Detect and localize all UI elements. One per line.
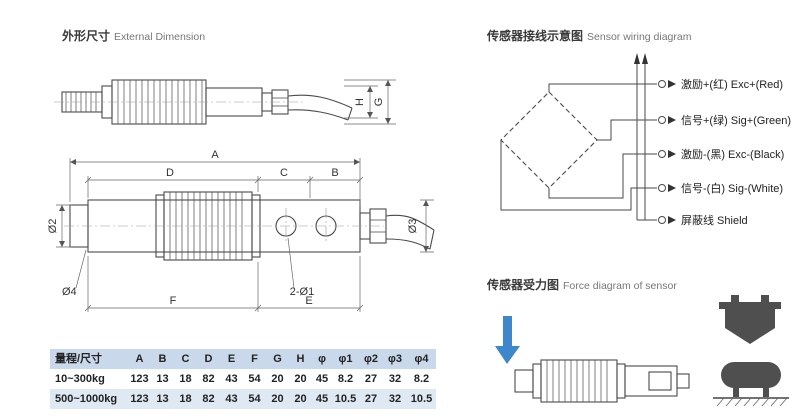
- front-view-centerlines: [64, 208, 384, 244]
- dim-label-A: A: [211, 149, 219, 161]
- table-header-cell: A: [135, 353, 144, 365]
- force-arrow-icon: [495, 316, 520, 364]
- table-header-cell: H: [296, 353, 305, 365]
- table-cell: 82: [202, 373, 215, 385]
- force-sensor-outline: [514, 359, 690, 403]
- sensor-wiring-diagram: 激励+(红) Exc+(Red) 信号+(绿) Sig+(Green) 激励-(…: [500, 53, 791, 227]
- table-header-cell-range: 量程/尺寸: [55, 353, 103, 365]
- dim-label-phi2: Ø2: [48, 219, 59, 234]
- table-header-row: 量程/尺寸 A B C D E F G H φ φ1 φ2 φ3 φ4: [50, 349, 436, 369]
- table-cell: 54: [248, 373, 261, 385]
- dimension-table: 量程/尺寸 A B C D E F G H φ φ1 φ2 φ3 φ4 10~3…: [50, 349, 436, 409]
- table-header-cell: C: [181, 353, 190, 365]
- tank-icon: [721, 362, 781, 397]
- table-cell: 20: [294, 373, 307, 385]
- table-cell: 123: [130, 393, 149, 405]
- terminal-label-exc-plus: 激励+(红) Exc+(Red): [681, 77, 783, 91]
- table-row: 10~300kg 123 13 18 82 43 54 20 20 45 8.2…: [50, 369, 436, 389]
- dim-label-phi4: Ø4: [62, 286, 77, 298]
- table-cell: 13: [156, 373, 169, 385]
- force-diagram: [495, 295, 789, 407]
- dimension-lines: [56, 79, 434, 312]
- dim-label-H: H: [354, 98, 366, 106]
- dim-label-phi3: Ø3: [407, 219, 419, 234]
- table-cell: 18: [179, 393, 192, 405]
- table-cell: 32: [388, 373, 402, 385]
- hopper-icon: [719, 295, 781, 344]
- table-cell: 27: [364, 393, 378, 405]
- table-cell: 82: [202, 393, 215, 405]
- dim-label-C: C: [280, 167, 288, 179]
- table-cell: 8.2: [413, 373, 430, 385]
- table-cell-range: 10~300kg: [55, 373, 105, 385]
- external-dimension-title-en: External Dimension: [114, 31, 206, 43]
- table-cell: 123: [130, 373, 149, 385]
- dim-label-B: B: [331, 167, 338, 179]
- table-header-cell: B: [158, 353, 167, 365]
- table-cell: 54: [248, 393, 261, 405]
- terminal-label-sig-minus: 信号-(白) Sig-(White): [681, 181, 783, 195]
- table-header-cell: φ1: [338, 353, 353, 365]
- dim-label-F: F: [170, 295, 177, 307]
- wiring-lines: [500, 62, 657, 221]
- table-cell: 45: [315, 373, 329, 385]
- table-cell: 20: [294, 393, 307, 405]
- terminal-arrows: [668, 80, 676, 224]
- table-cell: 13: [156, 393, 169, 405]
- cable-arrows: [634, 53, 648, 64]
- bridge-diamond: [500, 91, 598, 189]
- dim-label-holes: 2-Ø1: [290, 286, 314, 298]
- table-header-cell: F: [251, 353, 258, 365]
- wiring-diagram-title-zh: 传感器接线示意图: [487, 29, 584, 43]
- terminal-circles: [658, 80, 666, 224]
- terminal-label-exc-minus: 激励-(黑) Exc-(Black): [681, 147, 784, 161]
- table-header-cell: D: [204, 353, 213, 365]
- table-cell: 45: [315, 393, 329, 405]
- terminal-labels: 激励+(红) Exc+(Red) 信号+(绿) Sig+(Green) 激励-(…: [681, 77, 791, 227]
- table-cell: 32: [388, 393, 402, 405]
- force-diagram-title-zh: 传感器受力图: [487, 278, 560, 292]
- table-header-cell: G: [273, 353, 282, 365]
- table-header-cell: φ: [318, 353, 326, 365]
- table-header-cell: φ2: [364, 353, 378, 365]
- external-dimension-title-zh: 外形尺寸: [62, 29, 111, 43]
- table-header-cell: φ3: [388, 353, 402, 365]
- table-cell: 43: [225, 373, 238, 385]
- table-header-cell: E: [227, 353, 236, 365]
- terminal-label-shield: 屏蔽线 Shield: [681, 213, 748, 227]
- table-cell: 20: [271, 373, 284, 385]
- dim-label-E: E: [305, 295, 312, 307]
- table-cell: 10.5: [334, 393, 357, 405]
- table-cell: 27: [364, 373, 378, 385]
- external-dimension-drawing: A D C B F E H G Ø2 Ø3 Ø4 2-Ø1: [48, 79, 435, 312]
- terminal-label-sig-plus: 信号+(绿) Sig+(Green): [681, 113, 791, 127]
- ground-line: [713, 397, 789, 407]
- table-cell-range: 500~1000kg: [55, 393, 118, 405]
- dimension-arrows: [59, 80, 429, 252]
- table-row: 500~1000kg 123 13 18 82 43 54 20 20 45 1…: [50, 389, 436, 409]
- table-header-cell: φ4: [414, 353, 429, 365]
- table-cell: 43: [225, 393, 238, 405]
- table-cell: 10.5: [410, 393, 433, 405]
- force-diagram-title-en: Force diagram of sensor: [563, 280, 677, 292]
- table-cell: 18: [179, 373, 192, 385]
- dim-label-D: D: [166, 167, 174, 179]
- dim-label-G: G: [373, 98, 385, 107]
- dimension-labels: A D C B F E H G Ø2 Ø3 Ø4 2-Ø1: [48, 98, 419, 307]
- table-cell: 8.2: [337, 373, 354, 385]
- wiring-diagram-title-en: Sensor wiring diagram: [587, 31, 692, 43]
- table-cell: 20: [271, 393, 284, 405]
